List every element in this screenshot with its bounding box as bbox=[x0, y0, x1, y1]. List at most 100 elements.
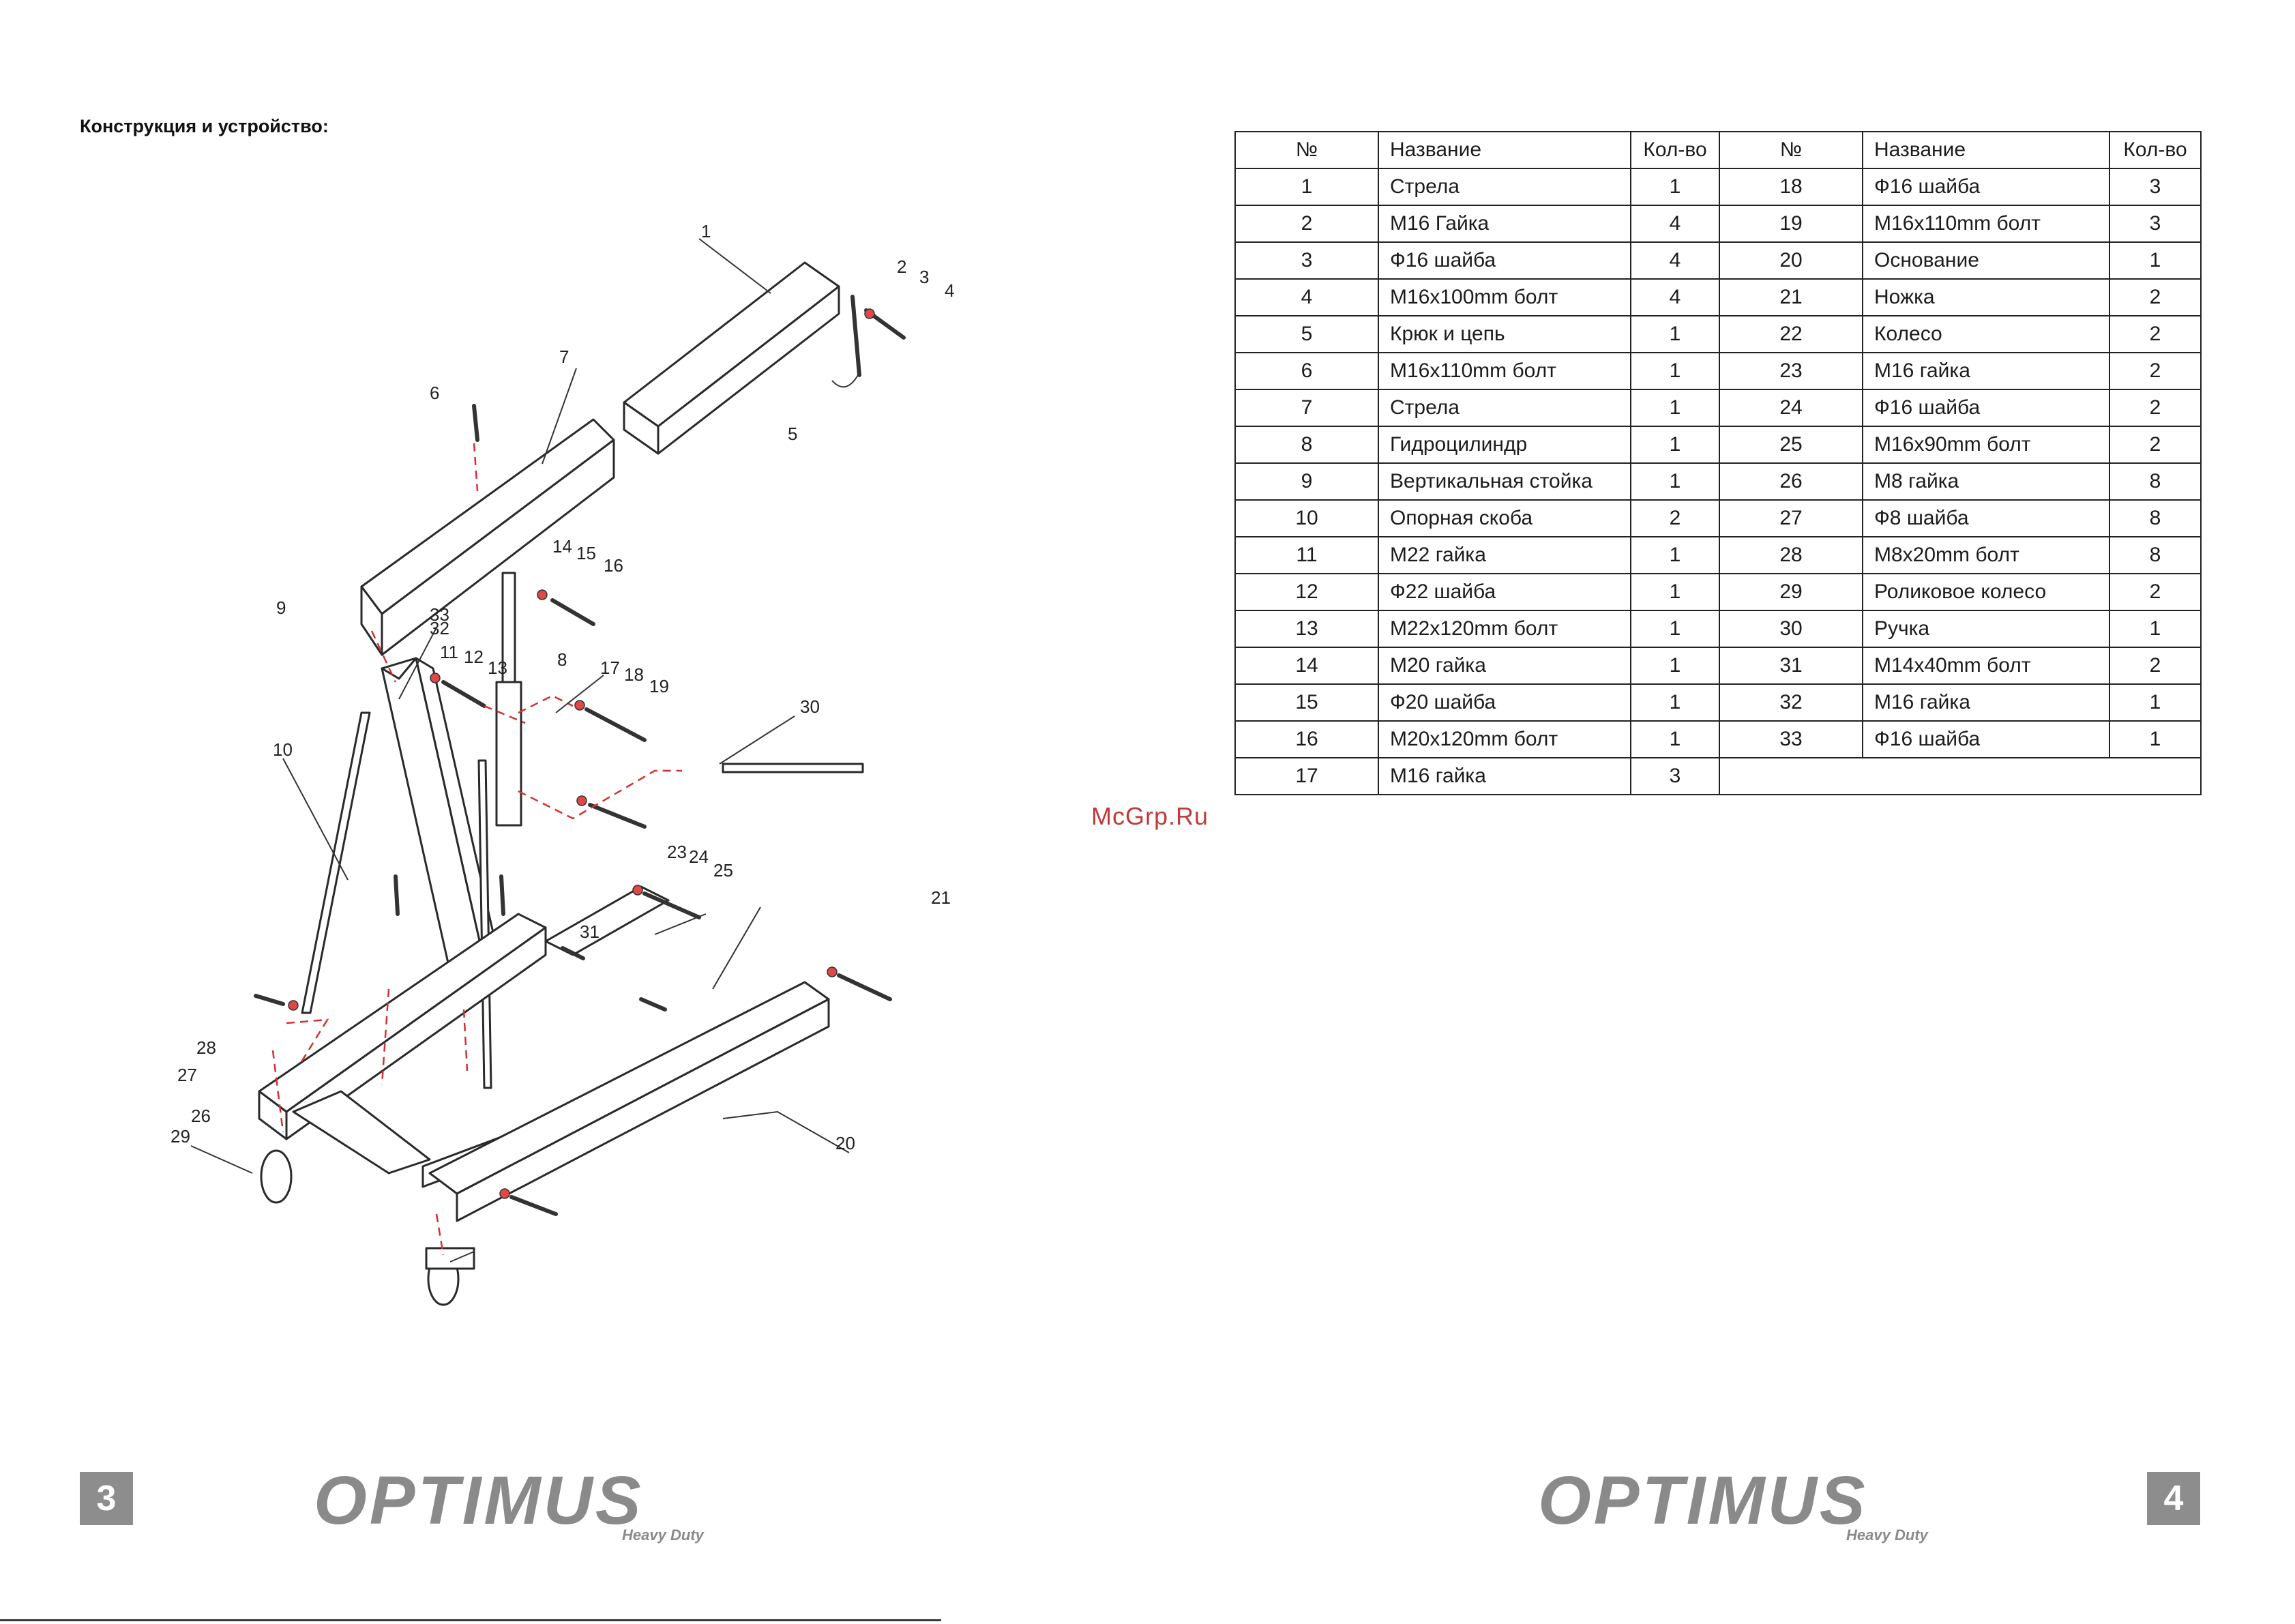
callout-10: 10 bbox=[273, 739, 293, 760]
callout-12: 12 bbox=[464, 647, 484, 667]
callout-32: 32 bbox=[430, 618, 449, 638]
cell-qty: 1 bbox=[2109, 610, 2202, 648]
cell-name: Ручка bbox=[1862, 610, 2110, 648]
cell-name: Стрела bbox=[1378, 168, 1631, 206]
cell-name: Колесо bbox=[1862, 315, 2110, 353]
table-header-row: № Название Кол-во № Название Кол-во bbox=[1234, 131, 2202, 169]
cell-qty: 1 bbox=[1630, 683, 1720, 722]
cell-qty: 4 bbox=[1630, 278, 1720, 316]
cell-qty: 1 bbox=[1630, 352, 1720, 390]
cell-num: 30 bbox=[1719, 610, 1863, 648]
cell-name: М16x110mm болт bbox=[1378, 352, 1631, 390]
callout-15: 15 bbox=[576, 543, 596, 563]
cell-qty: 1 bbox=[1630, 389, 1720, 427]
cell-name: М16x90mm болт bbox=[1862, 426, 2110, 464]
cell-num: 26 bbox=[1719, 462, 1863, 501]
caster-wheels bbox=[260, 1149, 475, 1306]
cell-name: Ф16 шайба bbox=[1862, 168, 2110, 206]
callout-5: 5 bbox=[788, 424, 797, 444]
watermark: McGrp.Ru bbox=[1091, 802, 1209, 830]
handle bbox=[722, 763, 864, 773]
cell-qty: 1 bbox=[1630, 168, 1720, 206]
hook-and-chain bbox=[831, 295, 861, 388]
cell-qty: 2 bbox=[1630, 499, 1720, 537]
callout-27: 27 bbox=[177, 1065, 197, 1085]
boom-upper-part bbox=[623, 261, 840, 455]
cell-name: Крюк и цепь bbox=[1378, 315, 1631, 353]
cell-qty: 1 bbox=[2109, 683, 2202, 722]
cell-qty: 2 bbox=[2109, 389, 2202, 427]
callout-6: 6 bbox=[430, 383, 439, 403]
cell-num: 14 bbox=[1234, 647, 1379, 685]
cell-qty: 1 bbox=[1630, 610, 1720, 648]
cell-name: Ф16 шайба bbox=[1862, 389, 2110, 427]
cell-name: М14x40mm болт bbox=[1862, 647, 2110, 685]
cell-name: М16x110mm болт bbox=[1862, 205, 2110, 243]
callout-4: 4 bbox=[945, 280, 954, 301]
cell-num: 20 bbox=[1719, 241, 1863, 280]
boom-lower-part bbox=[360, 418, 615, 656]
cell-qty: 4 bbox=[1630, 241, 1720, 280]
callout-leaders bbox=[190, 238, 850, 1263]
callout-3: 3 bbox=[919, 267, 929, 287]
callout-19: 19 bbox=[649, 676, 669, 696]
callout-1: 1 bbox=[701, 221, 711, 241]
callout-11: 11 bbox=[440, 642, 458, 662]
cell-num: 16 bbox=[1234, 720, 1379, 758]
header-qty: Кол-во bbox=[1630, 131, 1720, 169]
cell-empty bbox=[1719, 757, 2202, 795]
cell-name: М16 гайка bbox=[1378, 757, 1631, 795]
cell-name: М20 гайка bbox=[1378, 647, 1631, 685]
callout-7: 7 bbox=[559, 346, 569, 367]
cell-qty: 2 bbox=[2109, 426, 2202, 464]
callout-33: 33 bbox=[430, 604, 449, 625]
cell-num: 29 bbox=[1719, 573, 1863, 611]
cell-qty: 8 bbox=[2109, 536, 2202, 574]
cell-qty: 1 bbox=[2109, 720, 2202, 758]
cell-qty: 8 bbox=[2109, 462, 2202, 501]
cell-qty: 1 bbox=[1630, 462, 1720, 501]
cell-qty: 3 bbox=[2109, 168, 2202, 206]
cell-num: 9 bbox=[1234, 462, 1379, 501]
cell-name: Ф22 шайба bbox=[1378, 573, 1631, 611]
header-num: № bbox=[1234, 131, 1379, 169]
cell-name: М16 Гайка bbox=[1378, 205, 1631, 243]
callout-20: 20 bbox=[835, 1133, 855, 1153]
logo-wordmark: OPTIMUS bbox=[314, 1462, 644, 1539]
cell-qty: 2 bbox=[2109, 315, 2202, 353]
cell-num: 4 bbox=[1234, 278, 1379, 316]
callout-31: 31 bbox=[580, 921, 599, 942]
cell-name: Основание bbox=[1862, 241, 2110, 280]
cell-num: 17 bbox=[1234, 757, 1379, 795]
cell-num: 33 bbox=[1719, 720, 1863, 758]
cell-num: 32 bbox=[1719, 683, 1863, 722]
cell-num: 5 bbox=[1234, 315, 1379, 353]
hardware-fasteners bbox=[254, 308, 906, 1216]
cell-qty: 1 bbox=[1630, 720, 1720, 758]
cell-name: Ф8 шайба bbox=[1862, 499, 2110, 537]
callout-25: 25 bbox=[713, 860, 733, 881]
cell-name: М16 гайка bbox=[1862, 352, 2110, 390]
cell-name: М20x120mm болт bbox=[1378, 720, 1631, 758]
header-num: № bbox=[1719, 131, 1863, 169]
header-qty: Кол-во bbox=[2109, 131, 2202, 169]
callout-28: 28 bbox=[196, 1037, 216, 1058]
callout-29: 29 bbox=[171, 1126, 190, 1147]
callout-23: 23 bbox=[667, 842, 687, 862]
cell-name: Опорная скоба bbox=[1378, 499, 1631, 537]
cell-num: 15 bbox=[1234, 683, 1379, 722]
cell-num: 3 bbox=[1234, 241, 1379, 280]
cell-qty: 2 bbox=[2109, 573, 2202, 611]
cell-num: 7 bbox=[1234, 389, 1379, 427]
callout-18: 18 bbox=[624, 664, 644, 685]
callout-13: 13 bbox=[488, 658, 507, 678]
cell-name: М22x120mm болт bbox=[1378, 610, 1631, 648]
